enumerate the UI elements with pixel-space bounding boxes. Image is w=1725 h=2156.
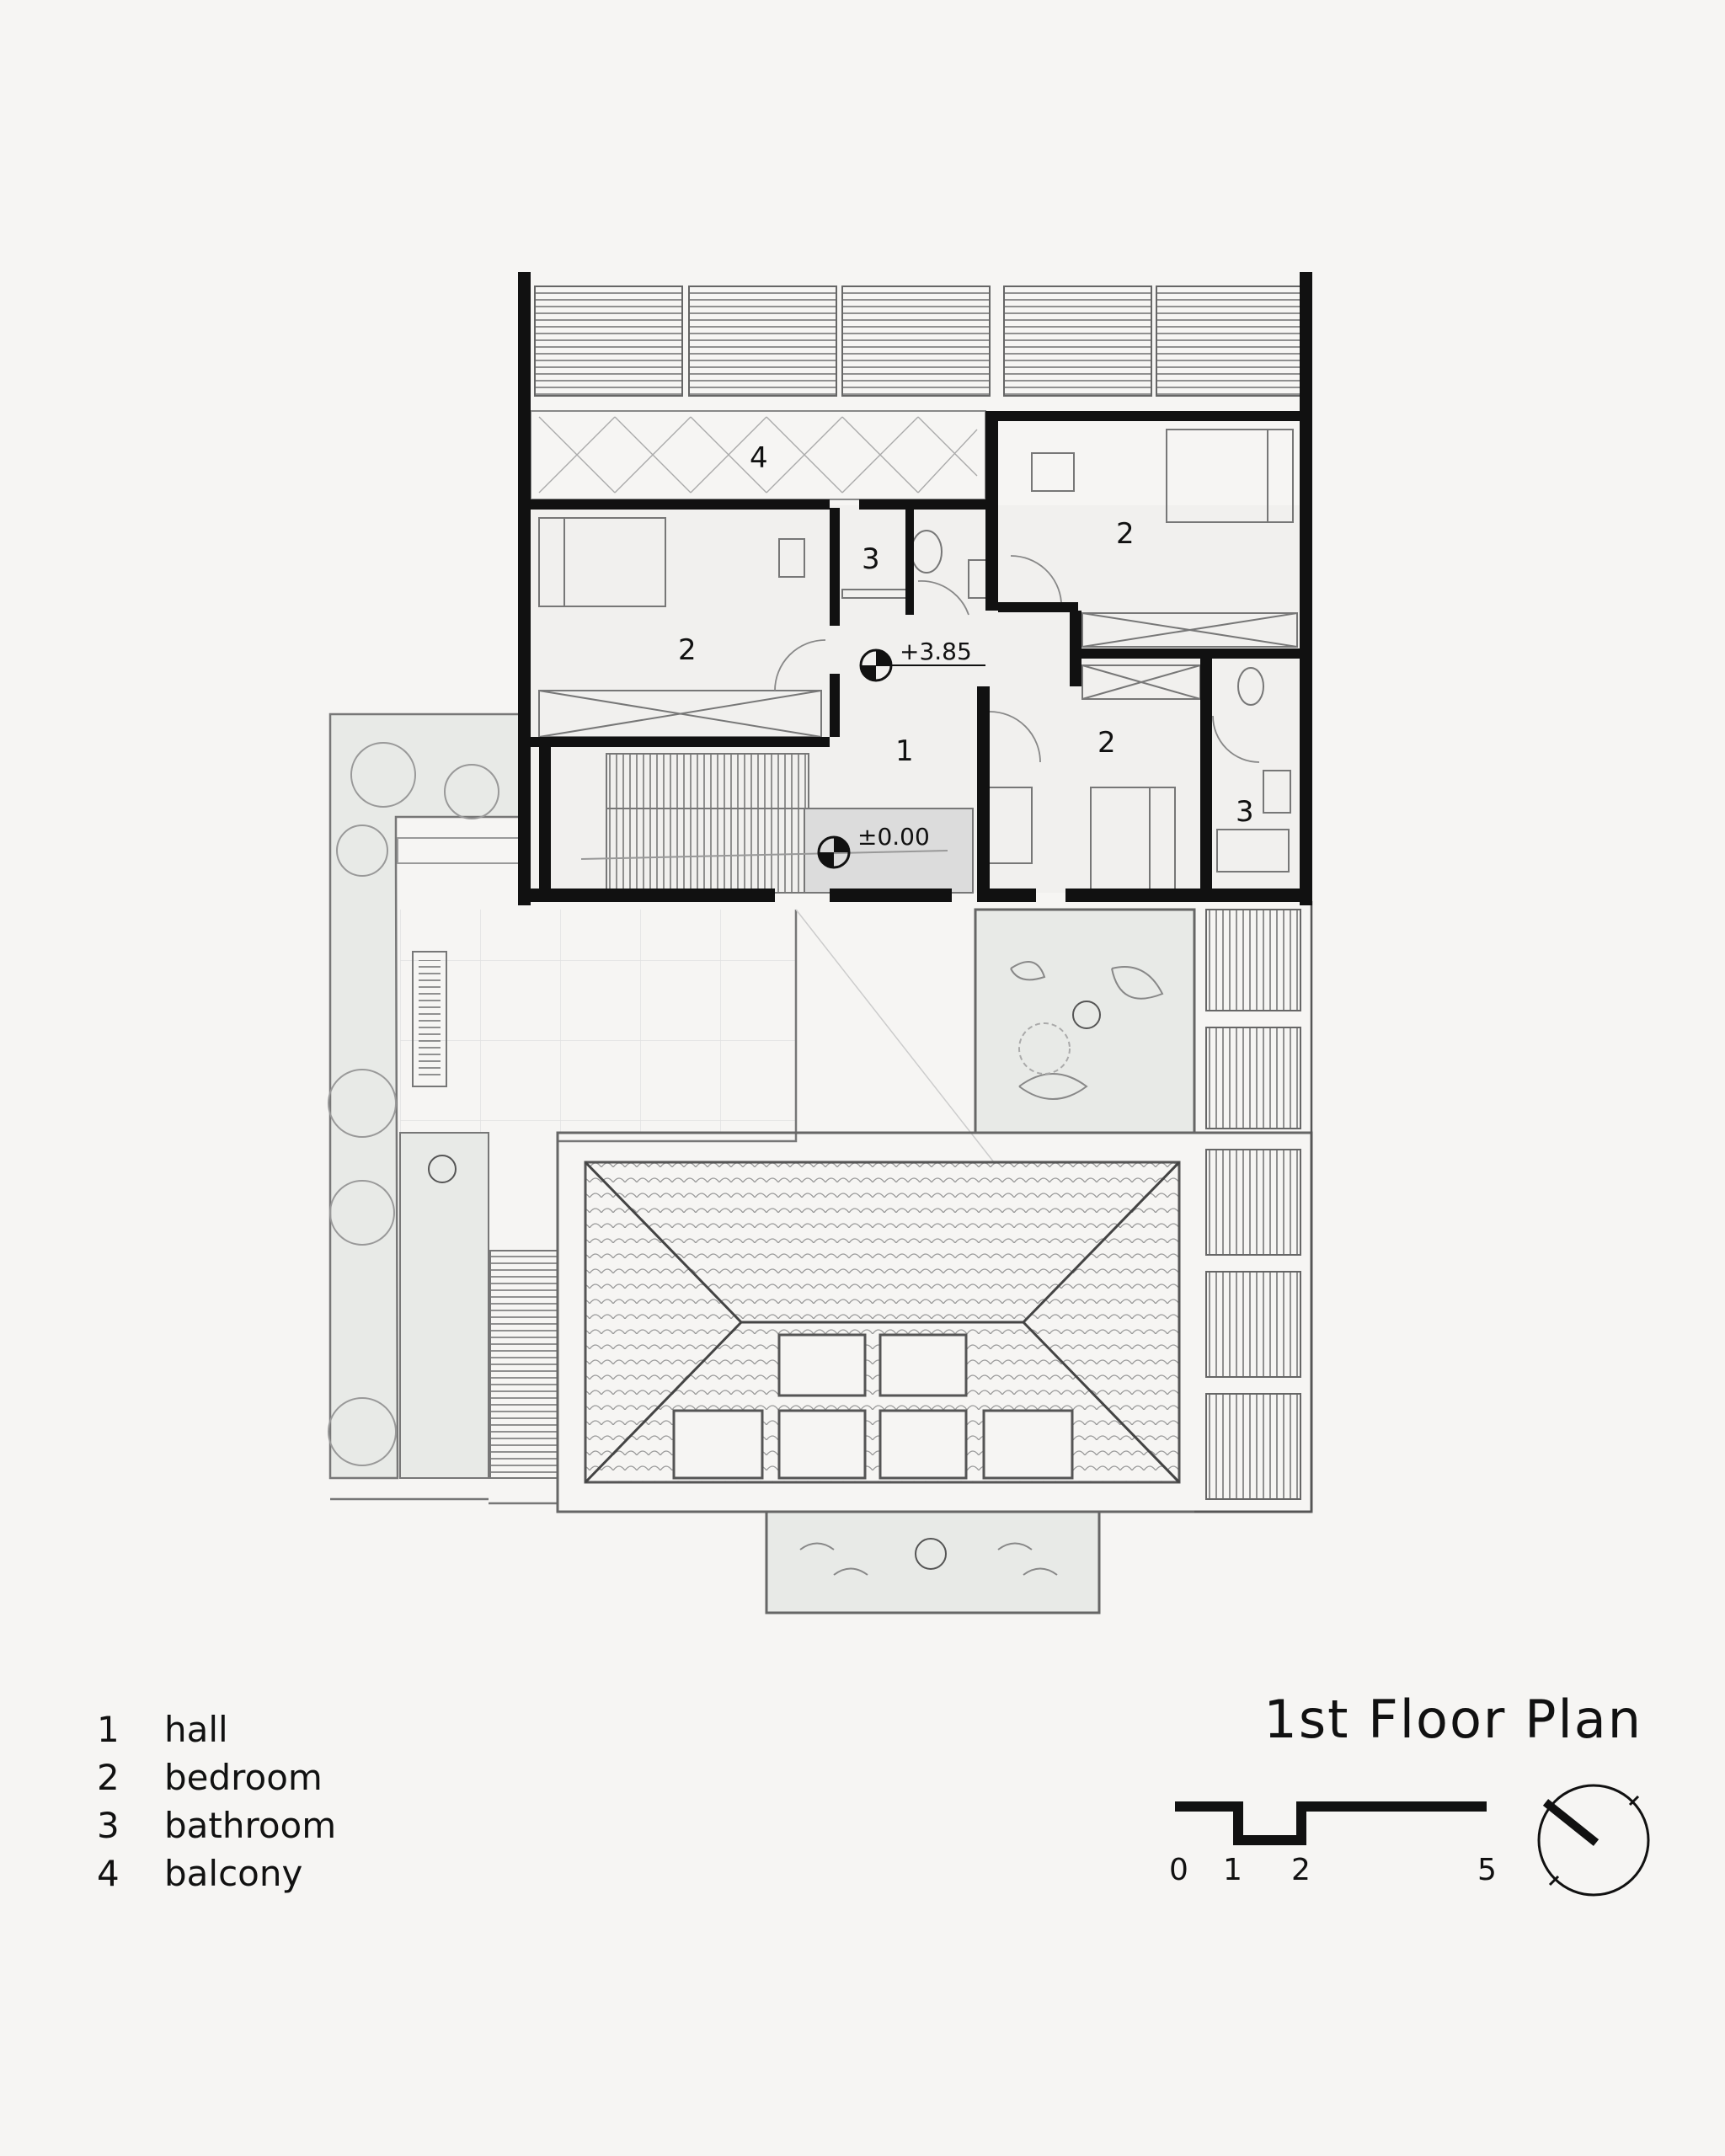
scale-tick-label: 2	[1291, 1853, 1311, 1887]
room-label-bath-right: 3	[1236, 795, 1254, 829]
legend-number: 3	[97, 1805, 120, 1846]
scale-tick-label: 1	[1223, 1853, 1242, 1887]
legend-item: 4 balcony	[97, 1849, 336, 1897]
room-label-bedroom-left: 2	[678, 633, 697, 667]
scale-tick-label: 0	[1169, 1853, 1188, 1887]
legend-label: balcony	[164, 1853, 303, 1894]
bottom-planter	[765, 1510, 1101, 1614]
level-marker-lower	[817, 835, 851, 869]
plan-title: 1st Floor Plan	[1263, 1689, 1642, 1750]
interior-staircase	[580, 753, 974, 894]
legend-item: 3 bathroom	[97, 1801, 336, 1849]
top-louver-screen	[534, 286, 1305, 397]
door-swings	[774, 555, 1260, 763]
legend-number: 1	[97, 1709, 120, 1750]
legend-item: 2 bedroom	[97, 1753, 336, 1801]
hip-roof	[556, 1131, 1313, 1513]
room-label-bedroom-mid-right: 2	[1097, 726, 1116, 760]
legend-number: 4	[97, 1853, 120, 1894]
courtyard-garden	[974, 908, 1196, 1134]
furniture	[538, 429, 1298, 894]
level-text-upper: +3.85	[900, 638, 972, 665]
scale-bar	[1175, 1801, 1487, 1845]
room-label-balcony: 4	[750, 441, 768, 475]
level-text-lower: ±0.00	[857, 823, 930, 851]
legend-label: bathroom	[164, 1805, 337, 1846]
legend-item: 1 hall	[97, 1705, 336, 1753]
level-marker-upper	[859, 648, 985, 682]
north-arrow-icon	[1537, 1784, 1650, 1897]
legend-label: hall	[164, 1709, 228, 1750]
legend-number: 2	[97, 1757, 120, 1798]
legend-label: bedroom	[164, 1757, 323, 1798]
side-louver-panels	[1194, 901, 1313, 1513]
exterior-stair	[489, 1250, 558, 1479]
room-label-bedroom-top-right: 2	[1116, 517, 1135, 551]
scale-tick-label: 5	[1477, 1853, 1497, 1887]
walls	[518, 272, 1312, 905]
legend: 1 hall 2 bedroom 3 bathroom 4 balcony	[97, 1705, 336, 1897]
open-terrace	[330, 909, 995, 1505]
room-label-bath-top: 3	[862, 542, 880, 576]
room-label-hall: 1	[895, 734, 914, 768]
